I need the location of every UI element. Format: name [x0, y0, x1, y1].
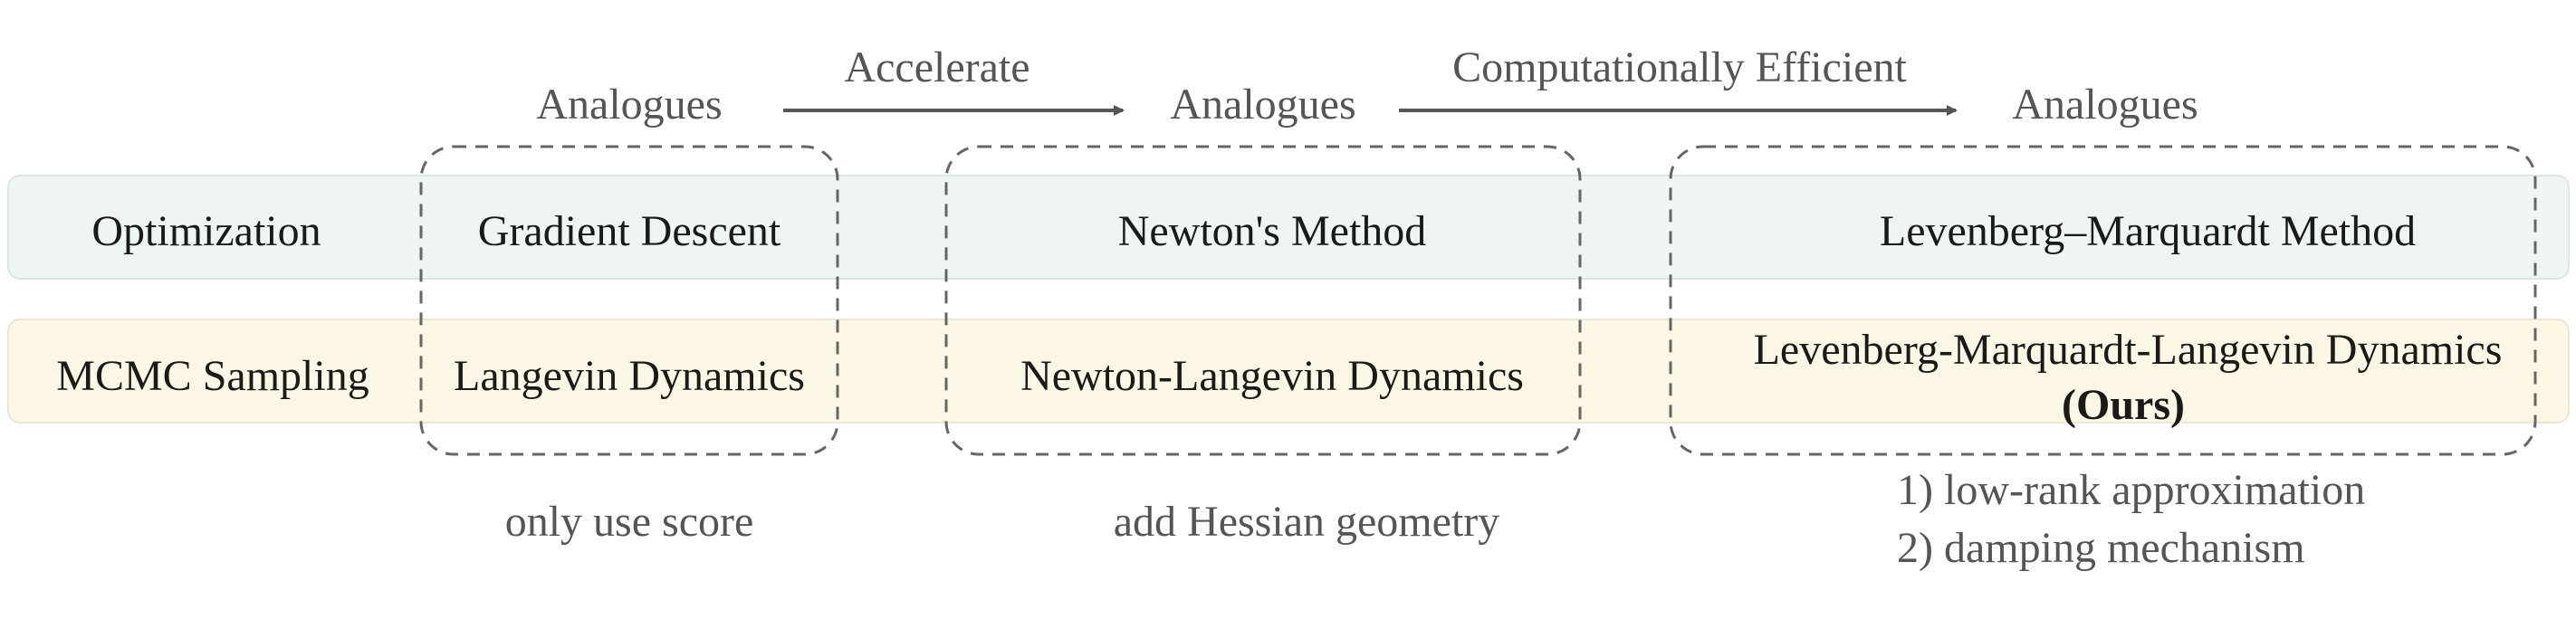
analogues-label-1: Analogues — [536, 81, 723, 129]
note-only-use-score: only use score — [504, 498, 754, 546]
column-box-newton — [944, 145, 1582, 456]
analogues-label-2: Analogues — [1170, 81, 1356, 129]
analogues-label-3: Analogues — [2012, 81, 2198, 129]
mcmc-row-band — [7, 319, 2570, 424]
optimization-row-label: Optimization — [91, 207, 321, 255]
gradient-descent-label: Gradient Descent — [477, 207, 781, 255]
note-add-hessian-geometry: add Hessian geometry — [1113, 498, 1500, 546]
levenberg-marquardt-method-label: Levenberg–Marquardt Method — [1879, 207, 2417, 255]
newton-langevin-dynamics-label: Newton-Langevin Dynamics — [1020, 352, 1524, 400]
note-low-rank-approximation: 1) low-rank approximation — [1897, 466, 2366, 514]
note-damping-mechanism: 2) damping mechanism — [1897, 524, 2305, 572]
optimization-row-band — [7, 175, 2570, 280]
newtons-method-label: Newton's Method — [1117, 207, 1427, 255]
computationally-efficient-label: Computationally Efficient — [1452, 43, 1907, 91]
column-box-gradient-langevin — [419, 145, 839, 456]
langevin-dynamics-label: Langevin Dynamics — [454, 352, 805, 400]
column-box-levenberg-marquardt — [1669, 145, 2537, 456]
levenberg-marquardt-langevin-dynamics-label: Levenberg-Marquardt-Langevin Dynamics — [1753, 326, 2503, 374]
ours-badge: (Ours) — [2062, 381, 2185, 429]
accelerate-label: Accelerate — [844, 43, 1030, 91]
mcmc-row-label: MCMC Sampling — [56, 352, 369, 400]
